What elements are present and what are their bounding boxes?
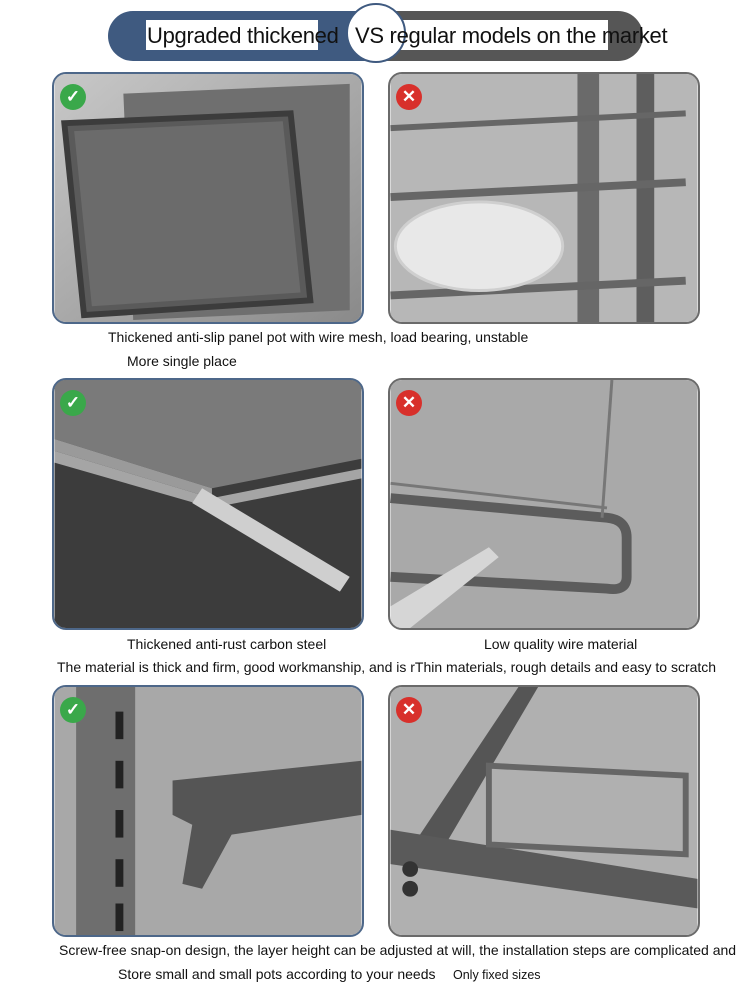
header-label-box: [146, 20, 318, 50]
cross-icon: ✕: [396, 697, 422, 723]
check-icon: ✓: [60, 697, 86, 723]
cross-icon: ✕: [396, 390, 422, 416]
header-left-title: Upgraded thickened: [147, 23, 339, 48]
row3-bad-caption: Only fixed sizes: [453, 968, 541, 982]
good-panel-image-1: ✓: [52, 72, 364, 324]
bad-panel-image-3: ✕: [388, 685, 700, 937]
row1-caption-line2: More single place: [127, 353, 237, 369]
row3-good-caption: Store small and small pots according to …: [118, 966, 436, 982]
cross-icon: ✕: [396, 84, 422, 110]
header-vs-title: VS regular models on the market: [355, 23, 668, 48]
row2-good-caption: Thickened anti-rust carbon steel: [127, 636, 327, 652]
bad-panel-image-1: ✕: [388, 72, 700, 324]
row2-caption-line: The material is thick and firm, good wor…: [57, 659, 717, 675]
vs-circle: [346, 3, 406, 63]
row2-bad-caption: Low quality wire material: [484, 636, 638, 652]
bad-panel-image-2: ✕: [388, 378, 700, 630]
check-icon: ✓: [60, 390, 86, 416]
good-panel-image-2: ✓: [52, 378, 364, 630]
row3-caption-line1: Screw-free snap-on design, the layer hei…: [59, 942, 737, 958]
row1-caption-line1: Thickened anti-slip panel pot with wire …: [108, 329, 529, 345]
check-icon: ✓: [60, 84, 86, 110]
good-panel-image-3: ✓: [52, 685, 364, 937]
